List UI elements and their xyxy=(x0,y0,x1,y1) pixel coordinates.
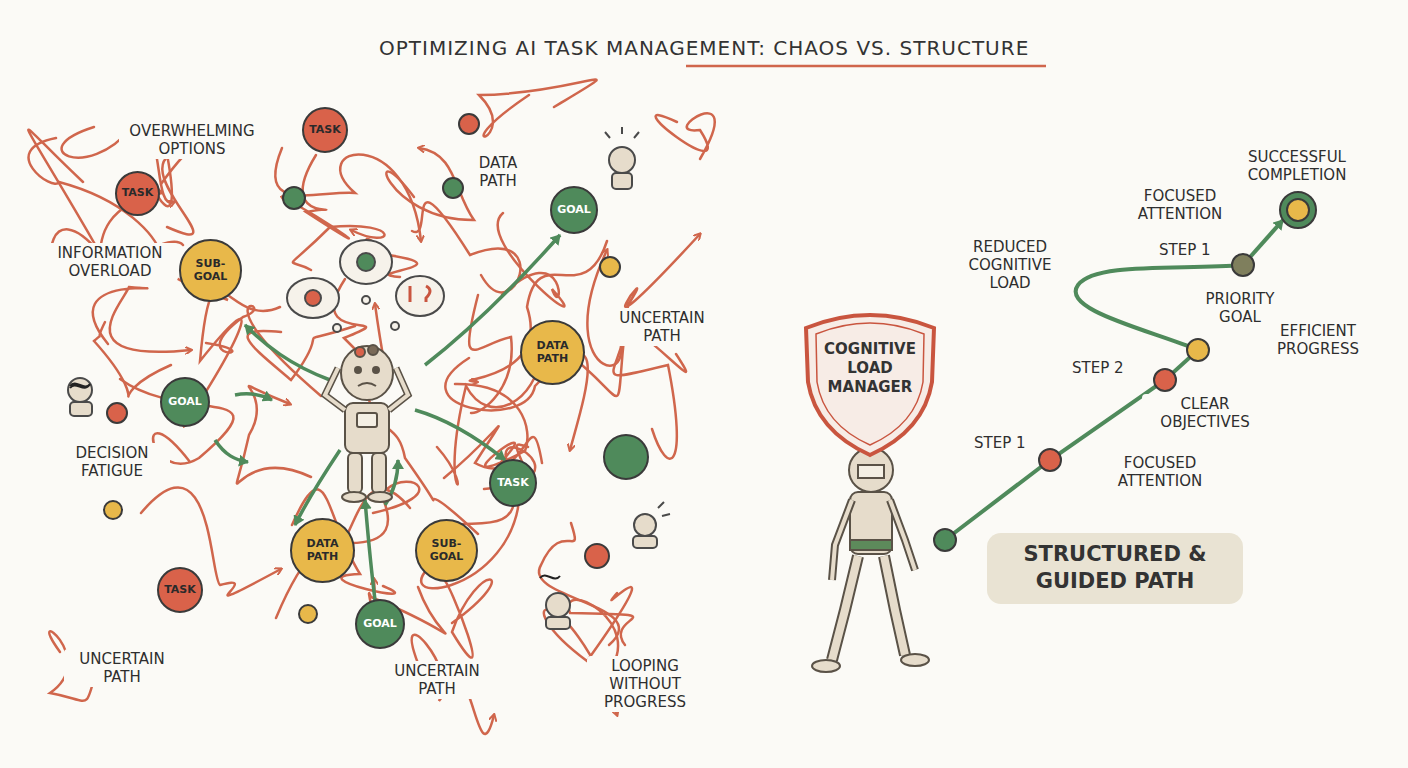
task-circle: GOAL xyxy=(550,186,598,234)
plain-circles xyxy=(104,114,648,623)
circle-label: TASK xyxy=(164,584,196,597)
circle-label: GOAL xyxy=(557,204,591,217)
stressed-robot xyxy=(325,345,408,502)
annotation-label: SUCCESSFUL COMPLETION xyxy=(1229,147,1365,185)
tangled-path xyxy=(656,113,715,159)
annotation-label: STEP 1 xyxy=(971,433,1029,453)
task-circle: TASK xyxy=(115,171,160,216)
circle-label: DATA PATH xyxy=(299,538,347,563)
circle-label: DATA PATH xyxy=(529,340,577,365)
thought-bubbles xyxy=(287,240,444,332)
task-circle: SUB-GOAL xyxy=(415,519,478,582)
circle-label: GOAL xyxy=(363,618,397,631)
annotation-label: UNCERTAIN PATH xyxy=(604,308,720,346)
annotation-label: STEP 1 xyxy=(1156,240,1214,260)
green-arrows xyxy=(215,235,560,600)
tangled-path xyxy=(275,148,421,241)
tangled-path xyxy=(479,80,597,137)
task-circle: DATA PATH xyxy=(520,320,585,385)
title-underline xyxy=(686,65,1046,68)
task-circle: SUB-GOAL xyxy=(179,239,242,302)
circle-label: SUB-GOAL xyxy=(188,258,234,283)
tangled-path xyxy=(237,386,311,483)
shield-label: COGNITIVE LOAD MANAGER xyxy=(814,340,926,396)
tangled-path xyxy=(276,489,410,618)
circle-label: SUB-GOAL xyxy=(424,538,470,563)
annotation-label: DATA PATH xyxy=(465,153,531,191)
diagram-title: OPTIMIZING AI TASK MANAGEMENT: CHAOS VS.… xyxy=(379,36,1029,60)
annotation-label: UNCERTAIN PATH xyxy=(64,649,180,687)
circle-label: GOAL xyxy=(168,396,202,409)
task-circle: DATA PATH xyxy=(290,518,355,583)
tangled-paths xyxy=(28,80,714,734)
circle-label: TASK xyxy=(309,124,341,137)
path-circles xyxy=(934,192,1316,551)
tangled-path xyxy=(539,523,619,645)
task-circle: TASK xyxy=(489,459,537,507)
shield-node: COGNITIVE LOAD MANAGER xyxy=(802,306,938,458)
annotation-label: CLEAR OBJECTIVES xyxy=(1142,394,1268,432)
annotation-label: FOCUSED ATTENTION xyxy=(1097,453,1223,491)
annotation-label: DECISION FATIGUE xyxy=(54,443,170,481)
annotation-label: INFORMATION OVERLOAD xyxy=(42,243,178,281)
small-stressed-figures xyxy=(68,127,670,629)
box-label: STRUCTURED & GUIDED PATH xyxy=(1005,541,1225,596)
tangled-path xyxy=(93,287,191,352)
tangled-path xyxy=(443,579,492,658)
annotation-label: STEP 2 xyxy=(1069,358,1127,378)
structured-path-box: STRUCTURED & GUIDED PATH xyxy=(987,533,1243,604)
task-circle: GOAL xyxy=(355,599,405,649)
tangled-path xyxy=(206,306,321,396)
circle-label: TASK xyxy=(122,187,154,200)
annotation-label: EFFICIENT PROGRESS xyxy=(1260,321,1376,359)
task-circle: TASK xyxy=(302,107,348,153)
circle-label: TASK xyxy=(497,477,529,490)
annotation-label: LOOPING WITHOUT PROGRESS xyxy=(587,656,703,712)
tangled-path xyxy=(94,322,171,397)
tangled-path xyxy=(386,148,474,220)
annotation-label: REDUCED COGNITIVE LOAD xyxy=(952,237,1068,293)
tangled-path xyxy=(455,384,527,467)
annotation-label: UNCERTAIN PATH xyxy=(374,661,500,699)
tangled-path xyxy=(282,155,349,238)
task-circle: TASK xyxy=(157,567,203,613)
annotation-label: FOCUSED ATTENTION xyxy=(1122,186,1238,224)
annotation-label: OVERWHELMING OPTIONS xyxy=(119,121,265,159)
walking-robot xyxy=(812,448,929,672)
guided-path xyxy=(945,220,1283,540)
task-circle: GOAL xyxy=(160,377,210,427)
